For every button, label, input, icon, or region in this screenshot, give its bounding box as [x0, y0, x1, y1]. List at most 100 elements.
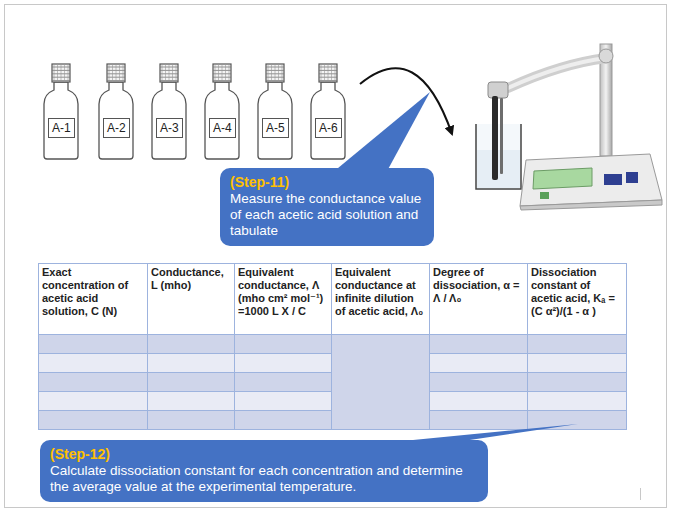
bottle-body	[99, 82, 133, 159]
header-cell: Conductance, L (mho)	[148, 264, 235, 335]
cap-hatch	[123, 64, 124, 82]
data-cell	[528, 373, 627, 392]
column-heading: Conductance, L (mho)	[151, 266, 224, 291]
stand-pole	[600, 44, 612, 156]
cap-hatch	[119, 64, 120, 82]
cap-hatch	[222, 64, 223, 82]
data-cell	[39, 392, 148, 411]
stand-arm	[508, 58, 606, 88]
reagent-bottle: A-4	[203, 62, 241, 160]
cap-hatch	[112, 64, 113, 82]
header-cell: Degree of dissociation, α = Λ / Λ₀	[430, 264, 528, 335]
callout-pointer	[332, 92, 430, 173]
stand-arm-highlight	[508, 58, 606, 88]
step-heading: (Step-12)	[50, 446, 478, 463]
cap-hatch	[172, 64, 173, 82]
electrode	[492, 96, 498, 180]
data-cell	[235, 411, 332, 430]
cap-hatch	[116, 64, 117, 82]
cap-hatch	[57, 64, 58, 82]
cap-hatch	[328, 64, 329, 82]
data-cell	[39, 335, 148, 354]
cap-hatch	[169, 64, 170, 82]
bottle-body	[258, 82, 292, 159]
reagent-bottle: A-5	[256, 62, 294, 160]
header-cell: Equivalent conductance, Λ (mho cm² mol⁻¹…	[235, 264, 332, 335]
bottle-body	[44, 82, 78, 159]
bottle-cap	[107, 64, 125, 82]
data-cell	[430, 373, 528, 392]
column-heading: Equivalent conductance at infinite dilut…	[335, 266, 423, 317]
column-heading: Exact concentration of acetic acid solut…	[42, 266, 128, 317]
column-heading: Degree of dissociation, α = Λ / Λ₀	[433, 266, 520, 304]
cap-hatch	[165, 64, 166, 82]
header-cell: Dissociation constant of acetic acid, Kₐ…	[528, 264, 627, 335]
bottle-cap	[266, 64, 284, 82]
cap-hatch	[229, 64, 230, 82]
data-cell	[39, 373, 148, 392]
column-heading: Equivalent conductance, Λ (mho cm² mol⁻¹…	[238, 266, 323, 317]
beaker	[476, 124, 521, 189]
bottle-label: A-6	[315, 118, 342, 138]
cap-hatch	[54, 64, 55, 82]
bottle-cap	[52, 64, 70, 82]
header-cell: Equivalent conductance at infinite dilut…	[332, 264, 430, 335]
data-row	[39, 335, 627, 354]
data-cell	[430, 392, 528, 411]
bottle-outline	[203, 62, 241, 160]
header-row: Exact concentration of acetic acid solut…	[39, 264, 627, 335]
cap-hatch	[275, 64, 276, 82]
electrode-probe	[500, 98, 503, 174]
beaker-solution	[477, 150, 520, 188]
data-cell	[528, 354, 627, 373]
meter-button	[540, 192, 549, 199]
cap-hatch	[282, 64, 283, 82]
cap-hatch	[176, 64, 177, 82]
bottle-outline	[256, 62, 294, 160]
data-cell	[235, 335, 332, 354]
meter-button	[604, 174, 622, 185]
data-cell	[235, 373, 332, 392]
meter-display	[533, 168, 592, 189]
data-cell	[148, 373, 235, 392]
reagent-bottle: A-3	[150, 62, 188, 160]
cap-hatch	[268, 64, 269, 82]
reagent-bottle: A-2	[97, 62, 135, 160]
conductivity-meter	[476, 44, 662, 210]
bottle-cap	[319, 64, 337, 82]
bottle-label: A-2	[103, 118, 130, 138]
bottle-body	[311, 82, 345, 159]
arm-knob	[599, 49, 613, 63]
cap-hatch	[278, 64, 279, 82]
data-cell	[430, 354, 528, 373]
table-grid: Exact concentration of acetic acid solut…	[38, 263, 627, 430]
cap-hatch	[64, 64, 65, 82]
bottle-outline	[309, 62, 347, 160]
data-cell	[39, 411, 148, 430]
cap-hatch	[321, 64, 322, 82]
meter-body	[520, 154, 662, 206]
step-text: Measure the conductance value of each ac…	[230, 191, 424, 239]
cap-hatch	[225, 64, 226, 82]
cap-hatch	[271, 64, 272, 82]
table-body: Exact concentration of acetic acid solut…	[39, 264, 627, 430]
meter-button	[626, 172, 638, 183]
cap-hatch	[331, 64, 332, 82]
bottle-label: A-4	[209, 118, 236, 138]
cap-hatch	[324, 64, 325, 82]
callout-box: (Step-12)Calculate dissociation constant…	[40, 440, 488, 502]
data-cell	[430, 335, 528, 354]
bottle-body	[205, 82, 239, 159]
data-cell	[528, 411, 627, 430]
bottle-cap	[160, 64, 178, 82]
data-cell	[235, 354, 332, 373]
cap-hatch	[162, 64, 163, 82]
step-text: Calculate dissociation constant for each…	[50, 463, 478, 495]
cap-hatch	[61, 64, 62, 82]
bottle-outline	[42, 62, 80, 160]
data-table: Exact concentration of acetic acid solut…	[38, 263, 626, 430]
reagent-bottle: A-6	[309, 62, 347, 160]
callout-box: (Step-11)Measure the conductance value o…	[220, 168, 434, 246]
